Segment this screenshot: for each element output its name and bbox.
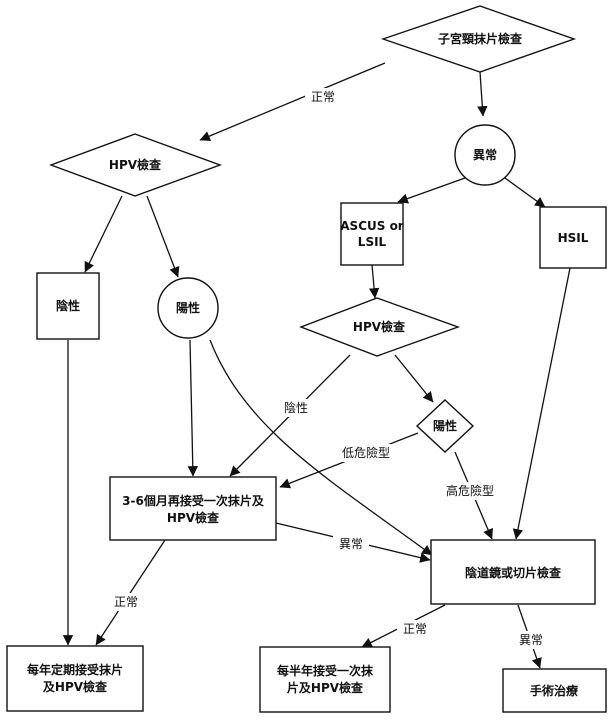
edge-ascus-to-hpvmid <box>368 264 380 299</box>
label-negative: 陰性 <box>284 401 308 415</box>
svg-text:ASCUS or: ASCUS or <box>340 219 404 233</box>
svg-text:異常: 異常 <box>473 147 497 162</box>
label-normal-bottom: 正常 <box>403 622 427 636</box>
edge-hpv-to-negative <box>84 195 123 273</box>
edge-positive-to-colpo <box>209 339 433 556</box>
node-yearly-screening: 每年定期接受抹片 及HPV檢查 <box>6 645 144 712</box>
node-repeat-test: 3-6個月再接受一次抹片及 HPV檢查 <box>109 476 277 541</box>
svg-text:陰道鏡或切片檢查: 陰道鏡或切片檢查 <box>465 565 562 580</box>
svg-text:LSIL: LSIL <box>358 235 387 249</box>
node-ascus-lsil: ASCUS or LSIL <box>340 202 404 266</box>
node-half-year-screening: 每半年接受一次抹 片及HPV檢查 <box>259 646 391 713</box>
svg-text:3-6個月再接受一次抹片及: 3-6個月再接受一次抹片及 <box>122 493 265 508</box>
svg-text:HPV檢查: HPV檢查 <box>109 157 162 172</box>
node-negative: 陰性 <box>36 272 100 340</box>
node-hpv-test-top: HPV檢查 <box>48 133 223 197</box>
label-low-risk: 低危險型 <box>342 445 390 460</box>
node-hpv-test-mid: HPV檢查 <box>299 297 461 357</box>
svg-text:片及HPV檢查: 片及HPV檢查 <box>287 680 364 695</box>
label-abnormal-mid: 異常 <box>339 537 363 551</box>
svg-text:HSIL: HSIL <box>558 231 589 245</box>
svg-text:子宮頸抹片檢查: 子宮頸抹片檢查 <box>438 31 523 46</box>
node-hsil: HSIL <box>539 206 607 269</box>
label-normal-left: 正常 <box>114 595 138 609</box>
node-abnormal: 異常 <box>454 124 516 186</box>
svg-text:每年定期接受抹片: 每年定期接受抹片 <box>27 662 123 677</box>
svg-text:每半年接受一次抹: 每半年接受一次抹 <box>277 663 374 678</box>
edge-abnormal-to-hsil <box>504 177 546 208</box>
node-pap-smear: 子宮頸抹片檢查 <box>380 5 577 73</box>
svg-text:及HPV檢查: 及HPV檢查 <box>43 679 108 694</box>
label-normal-top: 正常 <box>311 90 335 104</box>
node-positive: 陽性 <box>157 277 219 339</box>
edge-labels: 正常 陰性 低危險型 高危險型 異常 正常 正常 異常 <box>108 88 549 649</box>
svg-text:手術治療: 手術治療 <box>530 683 578 698</box>
node-colposcopy: 陰道鏡或切片檢查 <box>430 539 596 605</box>
edge-hsil-to-colpo <box>512 267 571 540</box>
node-positive-mid: 陽性 <box>415 399 475 453</box>
node-surgery: 手術治療 <box>502 668 607 713</box>
edge-abnormal-to-ascus <box>397 177 466 204</box>
edge-hpvmid-to-posmid <box>394 354 434 403</box>
edge-positive-to-repeat <box>187 339 198 477</box>
svg-text:陽性: 陽性 <box>433 418 457 433</box>
svg-text:陽性: 陽性 <box>176 300 200 315</box>
label-high-risk: 高危險型 <box>446 483 494 498</box>
label-abnormal-bottom: 異常 <box>519 633 543 647</box>
edge-pap-to-abnormal <box>477 71 488 117</box>
svg-text:HPV檢查: HPV檢查 <box>167 510 220 525</box>
edge-repeat-to-yearly <box>95 539 166 646</box>
svg-text:陰性: 陰性 <box>56 298 80 313</box>
edge-pap-to-hpv <box>199 62 386 142</box>
svg-text:HPV檢查: HPV檢查 <box>353 319 406 334</box>
edge-hpv-to-positive <box>146 195 180 278</box>
